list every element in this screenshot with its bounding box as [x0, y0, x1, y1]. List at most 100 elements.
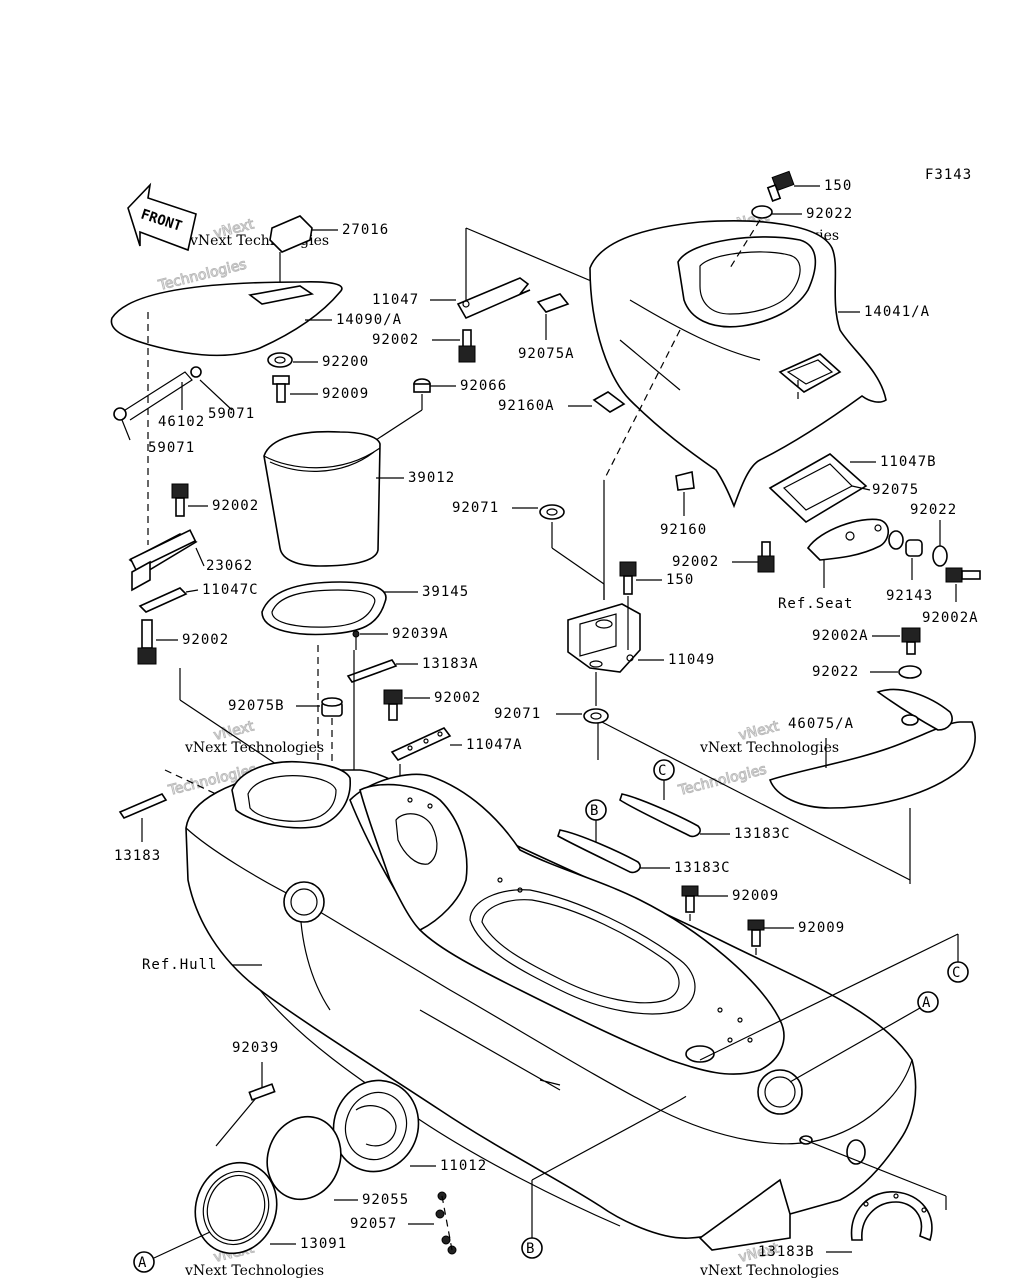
label-92071-a: 92071	[452, 500, 499, 516]
bolt-92009-top	[272, 375, 290, 403]
ring-13091	[194, 1161, 278, 1255]
pad-92160	[675, 471, 695, 491]
rubber-92075B	[321, 697, 343, 717]
label-92009-a: 92009	[732, 888, 779, 904]
pin-92039A	[352, 630, 360, 650]
washer-92200	[267, 352, 293, 368]
label-92055: 92055	[362, 1192, 409, 1208]
label-13183C-b: 13183C	[674, 860, 731, 876]
bolt-92009-b	[747, 919, 765, 947]
bolt-92002A-right	[945, 567, 981, 583]
label-39145: 39145	[422, 584, 469, 600]
label-39012: 39012	[408, 470, 455, 486]
svg-text:C: C	[952, 965, 961, 981]
label-92039: 92039	[232, 1040, 279, 1056]
label-92075: 92075	[872, 482, 919, 498]
label-27016: 27016	[342, 222, 389, 238]
label-92057: 92057	[350, 1216, 397, 1232]
label-150-top: 150	[824, 178, 852, 194]
rod-46102	[113, 366, 202, 421]
gasket-39145	[261, 581, 387, 636]
bolt-150-top	[766, 170, 795, 202]
bolt-92009-a	[681, 885, 699, 913]
label-11049: 11049	[668, 652, 715, 668]
svg-text:vNext Technologies: vNext Technologies	[184, 1263, 324, 1279]
label-92066: 92066	[460, 378, 507, 394]
hinge-23062	[128, 529, 198, 592]
label-92022-right: 92022	[910, 502, 957, 518]
bracket-11047B	[768, 453, 868, 523]
plate-11047C	[138, 587, 188, 613]
label-92002A-right: 92002A	[922, 610, 979, 626]
front-arrow: FRONT	[127, 182, 197, 252]
washer-92022-mid	[898, 665, 922, 679]
strip-13183C-a	[619, 793, 701, 838]
svg-text:vNext Technologies: vNext Technologies	[699, 740, 839, 756]
seat-bracket	[806, 518, 890, 561]
label-92002A: 92002A	[812, 628, 869, 644]
label-92143: 92143	[886, 588, 933, 604]
label-92009-top: 92009	[322, 386, 369, 402]
pin-92039	[248, 1070, 276, 1101]
bolt-92002A	[901, 627, 921, 655]
bolt-92002-mid	[383, 689, 403, 721]
label-92022-mid: 92022	[812, 664, 859, 680]
label-92160: 92160	[660, 522, 707, 538]
cover-11012	[332, 1079, 420, 1173]
pad-92075A	[536, 293, 570, 313]
strip-13183A	[346, 659, 398, 683]
label-59071-b: 59071	[148, 440, 195, 456]
label-92071-b: 92071	[494, 706, 541, 722]
bolt-92002-center	[757, 541, 775, 573]
washer-92022-top	[751, 205, 773, 219]
label-92039A: 92039A	[392, 626, 449, 642]
rubber-92071-a	[539, 504, 565, 520]
label-23062: 23062	[206, 558, 253, 574]
grab-handle-46075	[768, 688, 976, 809]
bracket-11047A	[390, 727, 452, 761]
svg-text:C: C	[658, 763, 667, 779]
cap-92066	[413, 378, 431, 393]
callout-A-right	[917, 991, 939, 1013]
label-46075: 46075/A	[788, 716, 854, 732]
bracket-11049	[567, 603, 641, 673]
label-92002-bracket: 92002	[372, 332, 419, 348]
label-92009-b: 92009	[798, 920, 845, 936]
strip-13183	[118, 793, 168, 819]
label-11047A: 11047A	[466, 737, 523, 753]
rear-storage-cover	[110, 281, 343, 357]
label-59071-a: 59071	[208, 406, 255, 422]
hull	[185, 760, 917, 1251]
strip-13183C-b	[557, 829, 641, 874]
label-92022-top: 92022	[806, 206, 853, 222]
svg-text:vNext Technologies: vNext Technologies	[184, 740, 324, 756]
label-92160A: 92160A	[498, 398, 555, 414]
label-14041: 14041/A	[864, 304, 930, 320]
label-92002-mid: 92002	[434, 690, 481, 706]
svg-text:A: A	[922, 995, 931, 1011]
label-92002-center: 92002	[672, 554, 719, 570]
label-ref-seat: Ref.Seat	[778, 596, 853, 612]
label-14090: 14090/A	[336, 312, 402, 328]
bucket-39012	[263, 430, 381, 567]
label-92002-left2: 92002	[182, 632, 229, 648]
pad-92160A	[592, 391, 626, 413]
label-46102: 46102	[158, 414, 205, 430]
label-11047B: 11047B	[880, 454, 937, 470]
label-11047C: 11047C	[202, 582, 259, 598]
bracket-11047	[456, 277, 531, 320]
washer-92022-right	[932, 545, 948, 567]
label-11047: 11047	[372, 292, 419, 308]
label-13183C-a: 13183C	[734, 826, 791, 842]
label-13183B: 13183B	[758, 1244, 815, 1260]
label-92002-left1: 92002	[212, 498, 259, 514]
svg-text:B: B	[526, 1241, 535, 1257]
label-13091: 13091	[300, 1236, 347, 1252]
label-150-center: 150	[666, 572, 694, 588]
collar-92075	[888, 530, 904, 550]
screws-92057	[435, 1191, 457, 1255]
svg-text:A: A	[138, 1255, 147, 1271]
bolt-92002-bracket	[458, 329, 476, 363]
bolt-92002-left2	[137, 619, 157, 665]
